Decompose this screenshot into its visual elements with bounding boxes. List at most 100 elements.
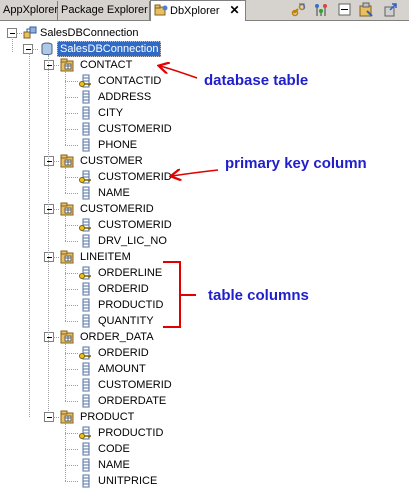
table-columns-bracket [163,261,181,328]
tree-connector [65,97,78,98]
column-name[interactable]: CUSTOMERID [98,123,172,135]
tree-connector [53,417,59,418]
table-name[interactable]: CUSTOMER [80,155,143,167]
tree-connector [12,37,13,52]
tree-connector [65,385,78,386]
tree-connector [65,263,66,321]
table-icon [60,410,74,424]
primary-key-column-icon [79,170,93,184]
tree-connector [53,209,59,210]
column-name[interactable]: ADDRESS [98,91,152,103]
tab-appxplorer-label: AppXplorer [3,4,59,16]
tree-connector [53,257,59,258]
table-name[interactable]: PRODUCT [80,411,135,423]
tree-connector [32,49,38,50]
column-name[interactable]: CONTACTID [98,75,162,87]
column-name[interactable]: CUSTOMERID [98,379,172,391]
collapse-all-icon[interactable] [337,2,353,18]
column-name[interactable]: CITY [98,107,124,119]
tree-connector [65,289,78,290]
column-icon [79,282,93,296]
column-icon [79,138,93,152]
table-name[interactable]: ORDER_DATA [80,331,154,343]
tree-connector [65,321,78,322]
tree-root-label[interactable]: SalesDBConnection [40,27,139,39]
tab-appxplorer[interactable]: AppXplorer [0,1,58,20]
connection-icon [23,26,37,40]
database-icon[interactable] [358,2,374,18]
tree-connector [65,177,78,178]
table-name[interactable]: CONTACT [80,59,133,71]
close-tab-icon[interactable]: ✕ [229,3,240,17]
tree-connector [65,423,66,481]
tree-connector [29,53,30,417]
tree-connector [53,337,59,338]
column-icon [79,90,93,104]
primary-key-column-icon [79,346,93,360]
table-name[interactable]: LINEITEM [80,251,131,263]
column-name[interactable]: CUSTOMERID [98,219,172,231]
annotation-database-table: database table [204,72,309,89]
database-connection-icon [40,42,54,56]
column-icon [79,298,93,312]
column-name[interactable]: ORDERDATE [98,395,167,407]
table-icon [60,250,74,264]
tree-connector [65,113,78,114]
tree-connector [48,55,49,411]
tree-connector [65,401,78,402]
tree-connector [65,465,78,466]
column-icon [79,458,93,472]
tree-connector [16,33,22,34]
export-icon[interactable] [383,2,399,18]
column-icon [79,442,93,456]
column-icon [79,474,93,488]
primary-key-arrow [172,170,219,176]
tree-connector [65,225,78,226]
column-name[interactable]: CUSTOMERID [98,171,172,183]
column-name[interactable]: AMOUNT [98,363,146,375]
column-icon [79,314,93,328]
column-icon [79,106,93,120]
column-name[interactable]: ORDERID [98,283,149,295]
column-icon [79,394,93,408]
column-icon [79,186,93,200]
column-name[interactable]: ORDERID [98,347,149,359]
tab-package-explorer-label: Package Explorer [61,4,148,16]
column-name[interactable]: ORDERLINE [98,267,163,279]
tree-connector [65,71,66,145]
column-name[interactable]: UNITPRICE [98,475,158,487]
tree-connector [65,305,78,306]
filter-icon[interactable] [313,2,329,18]
tree-connector [65,193,78,194]
column-name[interactable]: PHONE [98,139,138,151]
tab-package-explorer[interactable]: Package Explorer [58,1,150,20]
column-name[interactable]: NAME [98,459,130,471]
table-name[interactable]: CUSTOMERID [80,203,154,215]
column-icon [79,378,93,392]
link-icon[interactable] [291,2,307,18]
column-name[interactable]: PRODUCTID [98,427,164,439]
tree-connector [65,241,78,242]
table-icon [60,330,74,344]
tree-connection-label[interactable]: SalesDBConnection [57,41,162,57]
tree-connector [65,81,78,82]
view-tab-bar: AppXplorer Package Explorer DbXplorer✕ [0,0,409,21]
column-name[interactable]: DRV_LIC_NO [98,235,167,247]
annotation-primary-key: primary key column [225,155,367,172]
primary-key-column-icon [79,426,93,440]
annotation-table-columns: table columns [208,287,309,304]
primary-key-column-icon [79,218,93,232]
tree-connector [65,369,78,370]
table-icon [60,58,74,72]
column-name[interactable]: QUANTITY [98,315,154,327]
tree-connector [65,215,66,241]
column-name[interactable]: NAME [98,187,130,199]
tree-connector [65,481,78,482]
tree-connector [65,449,78,450]
tab-dbxplorer[interactable]: DbXplorer✕ [150,0,246,21]
column-name[interactable]: CODE [98,443,130,455]
column-name[interactable]: PRODUCTID [98,299,164,311]
column-icon [79,362,93,376]
